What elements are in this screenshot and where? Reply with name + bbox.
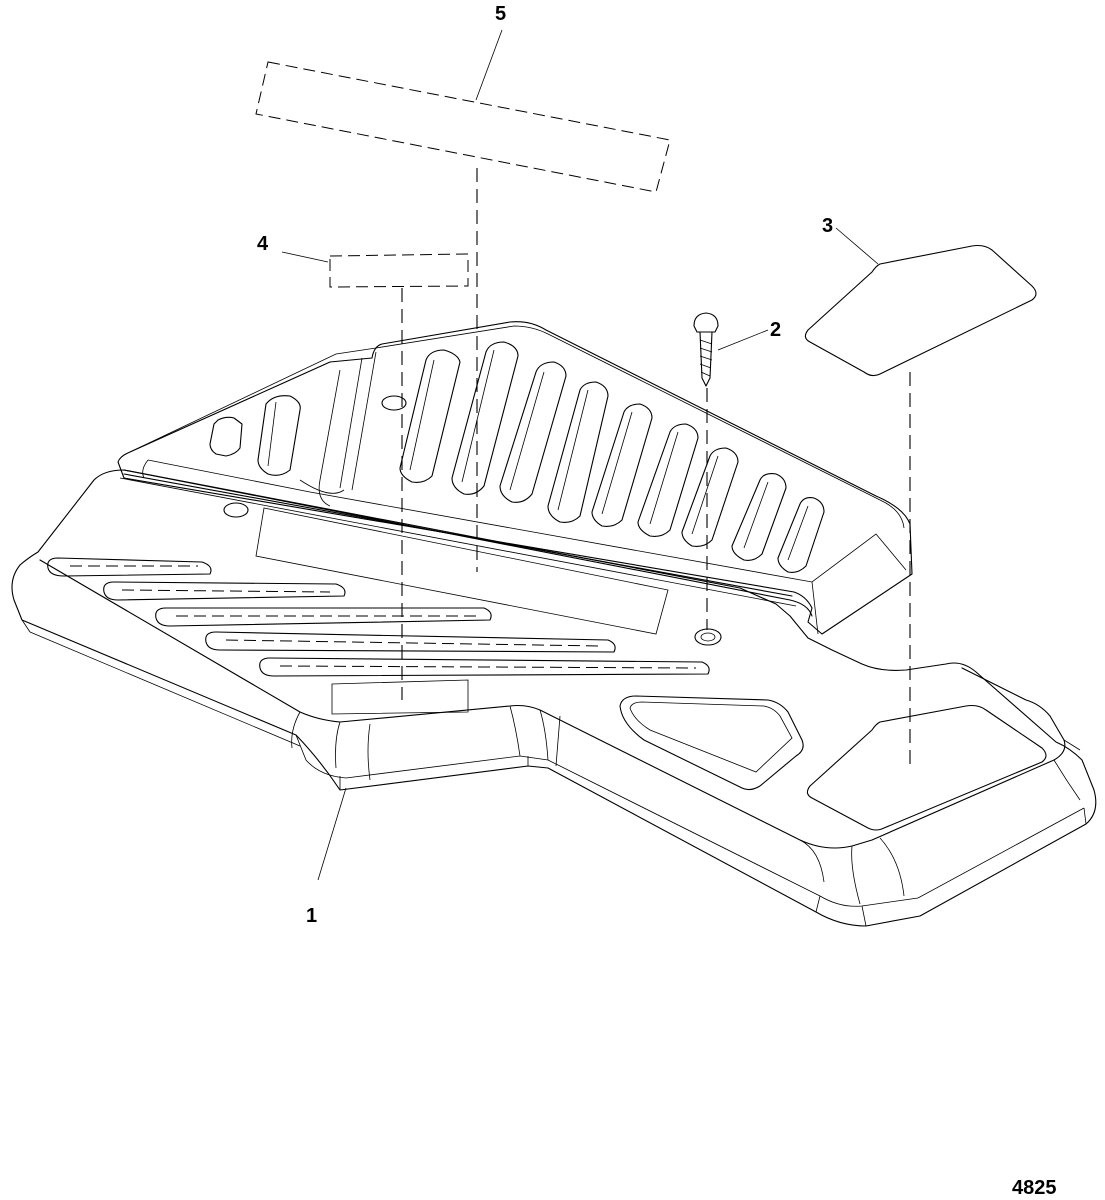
leader-3 <box>835 227 879 265</box>
leader-2 <box>717 329 769 351</box>
figure-number: 4825 <box>1012 1177 1057 1199</box>
leader-5 <box>475 29 503 101</box>
callout-1-label: 1 <box>306 905 317 927</box>
leader-4 <box>281 251 329 263</box>
part-5-decal <box>255 61 671 193</box>
leader-1 <box>317 787 347 881</box>
callout-5-label: 5 <box>495 3 506 25</box>
callout-4-label: 4 <box>257 233 269 255</box>
part-1-platform <box>11 321 1097 927</box>
part-3-pad <box>804 244 1037 377</box>
callout-3-label: 3 <box>822 215 833 237</box>
callout-2-label: 2 <box>770 319 781 341</box>
part-2-screw <box>693 312 719 387</box>
part-4-decal <box>329 253 469 288</box>
